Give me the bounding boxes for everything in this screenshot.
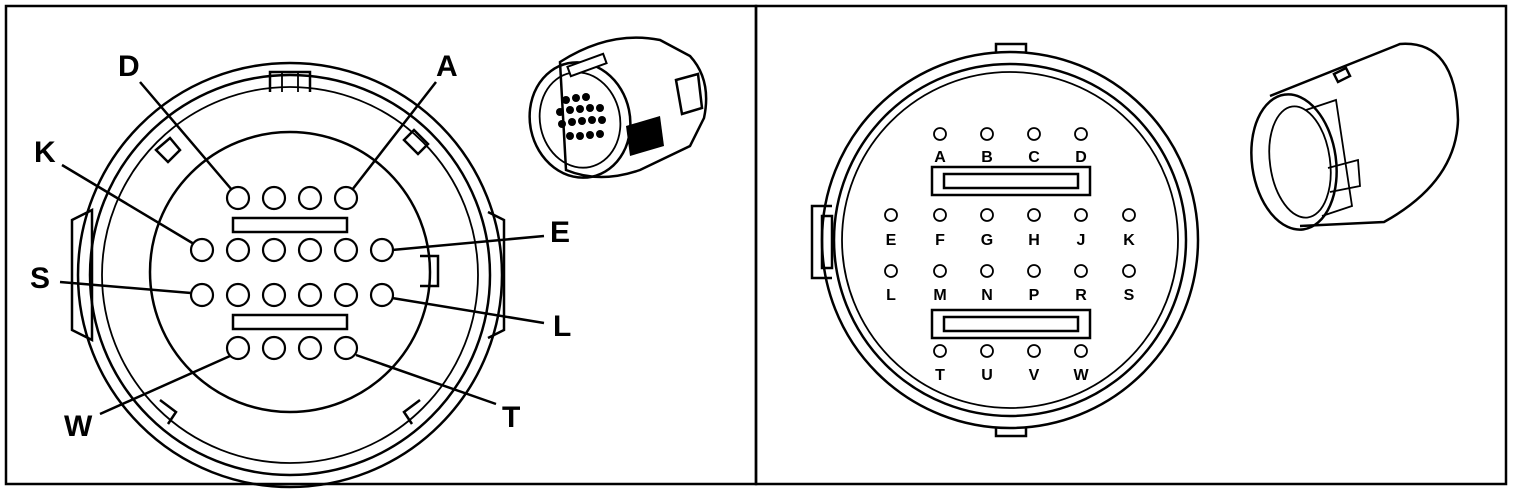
callout-t: T [502, 401, 520, 434]
cavity-p [261, 282, 287, 308]
callout-k: K [34, 136, 56, 169]
cavity-v [261, 335, 287, 361]
cavity-m [333, 282, 359, 308]
cavity-g [297, 237, 323, 263]
pin-label-n: N [981, 287, 993, 304]
right-connector-face: A B C D E F G H J K L M N P R S T U V W [810, 42, 1200, 438]
left-connector-face: D A K E S L W T [30, 50, 571, 489]
right-upper-key-slot [942, 172, 1080, 190]
cavity-t [333, 335, 359, 361]
cavity-b [297, 185, 323, 211]
pin-label-h: H [1028, 232, 1040, 249]
cavity-a [333, 185, 359, 211]
callout-s: S [30, 262, 50, 295]
callout-a: A [436, 50, 458, 83]
cavity-j [225, 237, 251, 263]
right-upper-key-bar [930, 165, 1092, 197]
cavity-e [369, 237, 395, 263]
cavity-k [189, 237, 215, 263]
upper-key-bar [231, 216, 349, 234]
cavity-f [333, 237, 359, 263]
pin-label-f: F [935, 232, 945, 249]
cavity-s [189, 282, 215, 308]
cavity-u [297, 335, 323, 361]
pin-label-b: B [981, 149, 993, 166]
pin-label-g: G [981, 232, 993, 249]
cavity-d [225, 185, 251, 211]
pin-label-a: A [934, 149, 946, 166]
cavity-w [225, 335, 251, 361]
cavity-c [261, 185, 287, 211]
lower-key-bar [231, 313, 349, 331]
cavity-h [261, 237, 287, 263]
pin-label-m: M [933, 287, 946, 304]
right-panel-frame [754, 4, 1508, 486]
pin-label-p: P [1029, 287, 1040, 304]
pin-label-l: L [886, 287, 896, 304]
pin-label-r: R [1075, 287, 1087, 304]
left-cavities [189, 185, 395, 361]
callout-l: L [553, 310, 571, 343]
callout-e: E [550, 216, 570, 249]
pin-label-e: E [886, 232, 897, 249]
cavity-r [225, 282, 251, 308]
leader-lines [59, 81, 545, 416]
cavity-l [369, 282, 395, 308]
pin-label-w: W [1073, 367, 1089, 384]
pin-label-j: J [1077, 232, 1086, 249]
callout-d: D [118, 50, 140, 83]
right-lower-key-slot [942, 315, 1080, 333]
connector-isometric-illustration [528, 36, 708, 179]
pin-label-c: C [1028, 149, 1040, 166]
pin-label-t: T [935, 367, 945, 384]
right-lower-key-bar [930, 308, 1092, 340]
cavity-n [297, 282, 323, 308]
pin-label-s: S [1124, 287, 1135, 304]
pin-label-d: D [1075, 149, 1087, 166]
sleeve-isometric-illustration [1250, 42, 1460, 231]
pin-label-k: K [1123, 232, 1135, 249]
pin-label-v: V [1029, 367, 1040, 384]
pin-label-u: U [981, 367, 993, 384]
callout-w: W [64, 410, 93, 443]
